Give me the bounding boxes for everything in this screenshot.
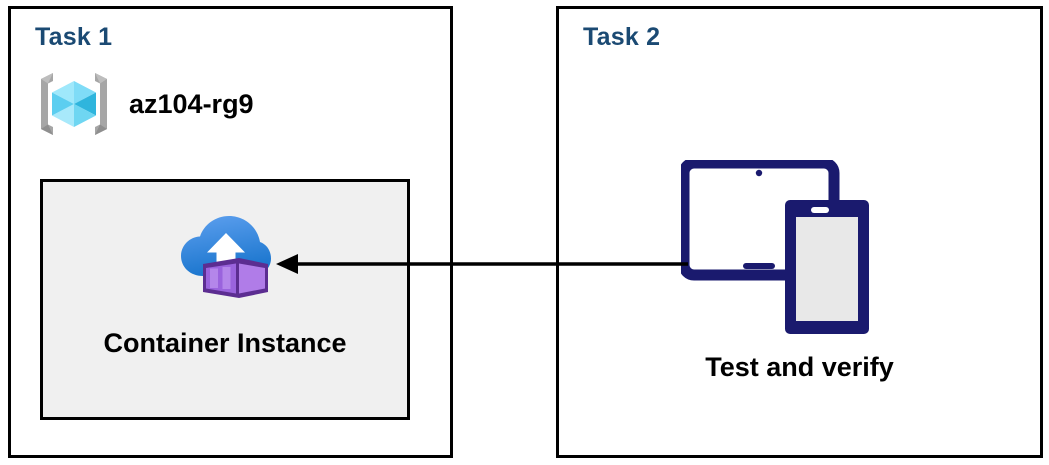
task-1-label: Task 1 <box>35 23 113 51</box>
task-1-panel: Task 1 <box>8 6 453 458</box>
task-2-label: Task 2 <box>583 23 661 51</box>
resource-group-name: az104-rg9 <box>129 88 254 119</box>
container-instance-box: Container Instance <box>40 179 410 420</box>
test-and-verify-label: Test and verify <box>705 352 894 382</box>
resource-group-row: az104-rg9 <box>35 65 254 143</box>
resource-group-icon <box>35 65 113 143</box>
container-instance-label: Container Instance <box>103 328 347 358</box>
